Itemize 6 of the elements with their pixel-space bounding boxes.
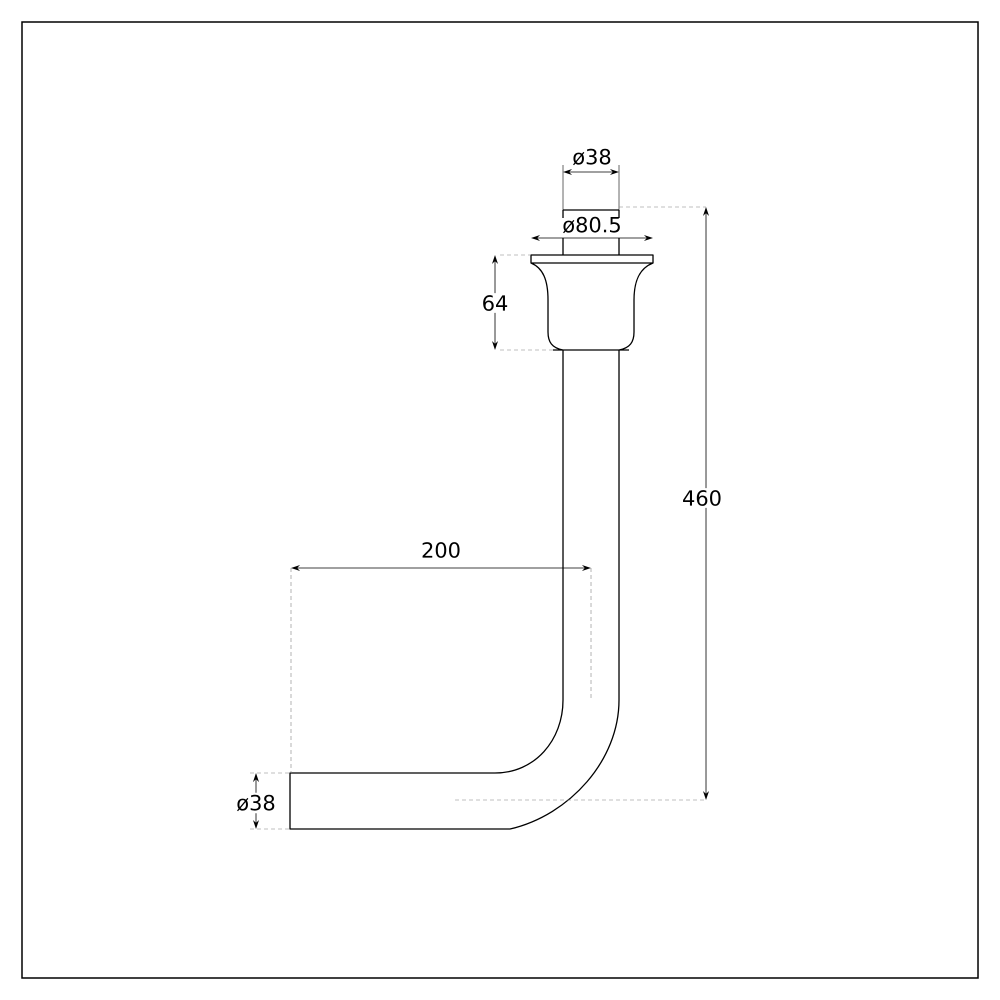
dimension-label: 460	[680, 488, 724, 508]
dimension-label: ø38	[234, 792, 278, 814]
dimension-label: 64	[480, 293, 510, 313]
dimension-label: 200	[422, 542, 460, 558]
dimension-label: ø80.5	[563, 216, 620, 234]
dimension-label: ø38	[573, 148, 610, 166]
